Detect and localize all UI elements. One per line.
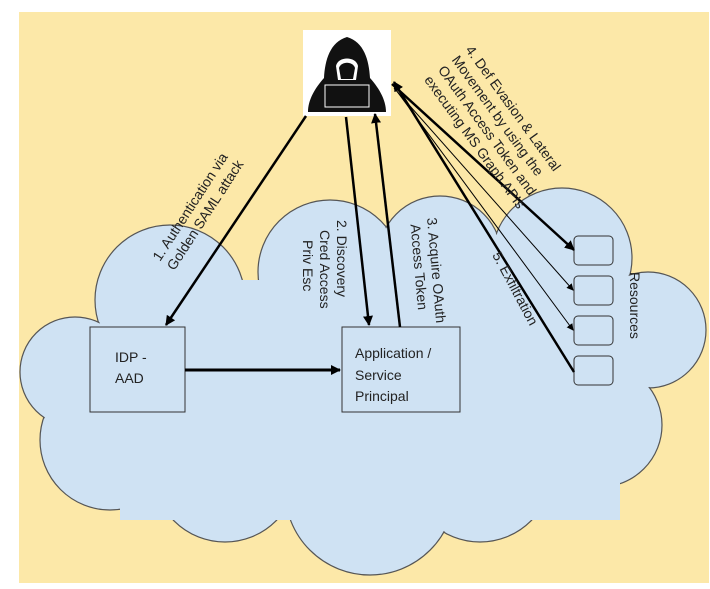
arrow-step1 xyxy=(164,115,308,326)
app-label-line2: Service xyxy=(355,367,402,383)
arrow-step2 xyxy=(344,116,373,326)
label-step2-line2: Cred Access xyxy=(317,230,333,309)
resources-label: Resources xyxy=(627,272,643,339)
label-step2-line1: 2. Discovery xyxy=(334,220,350,297)
arrow-step4 xyxy=(391,83,575,251)
label-step2: 2. Discovery Cred Access Priv Esc xyxy=(300,220,350,309)
resource-box xyxy=(573,315,614,346)
label-step2-line3: Priv Esc xyxy=(300,240,316,291)
attacker xyxy=(303,30,391,116)
arrow-step5 xyxy=(392,81,576,373)
idp-aad-node: IDP - AAD xyxy=(89,326,186,413)
idp-label-line1: IDP - xyxy=(115,349,147,365)
arrow-step4-branch xyxy=(395,89,574,331)
resources-group xyxy=(573,235,614,386)
application-service-principal-node: Application / Service Principal xyxy=(341,326,461,413)
arrow-step4-branch xyxy=(393,87,574,291)
app-label-line3: Principal xyxy=(355,388,409,404)
resource-box xyxy=(573,275,614,306)
idp-label-line2: AAD xyxy=(115,370,144,386)
resource-box xyxy=(573,235,614,266)
label-step3-line2: Access Token xyxy=(408,223,431,310)
app-label-line1: Application / xyxy=(355,345,431,361)
hooded-hacker-icon xyxy=(308,37,386,112)
arrow-step3 xyxy=(371,113,402,328)
resource-box xyxy=(573,355,614,386)
arrows xyxy=(164,81,576,375)
